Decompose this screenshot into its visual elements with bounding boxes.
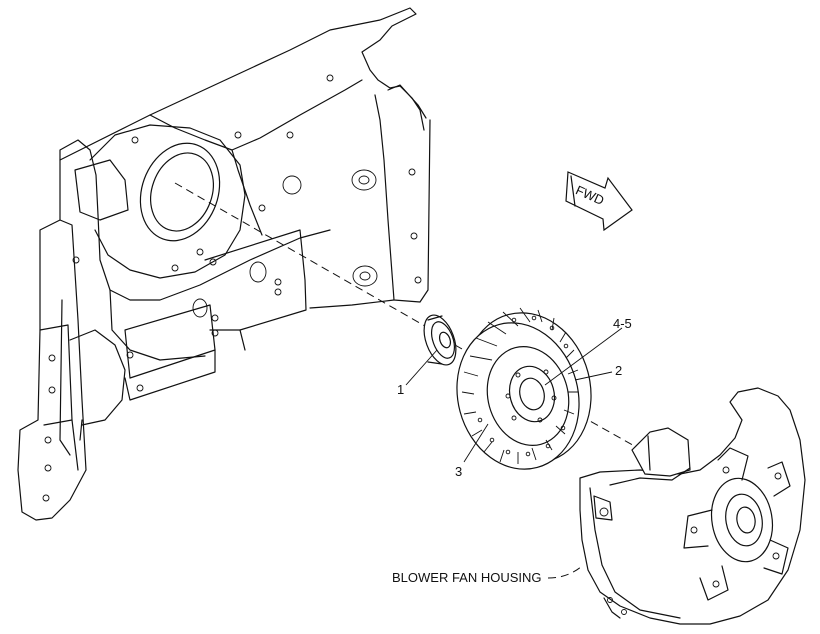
part-1-hub [423,314,457,366]
blower-fan-housing [579,387,806,625]
label-part-4-5: 4-5 [613,316,632,331]
part-3-fan-wheel [456,307,592,470]
label-part-1: 1 [397,382,404,397]
label-blower-fan-housing: BLOWER FAN HOUSING [392,570,542,585]
fwd-arrow-icon: FWD [565,171,633,232]
engine-frame [17,7,431,521]
frame-bore [139,142,221,242]
callout-labels: 1 2 3 4-5 BLOWER FAN HOUSING [392,316,632,585]
frame-bolt-holes [42,74,422,502]
label-part-3: 3 [455,464,462,479]
leader-lines [405,327,623,579]
label-part-2: 2 [615,363,622,378]
